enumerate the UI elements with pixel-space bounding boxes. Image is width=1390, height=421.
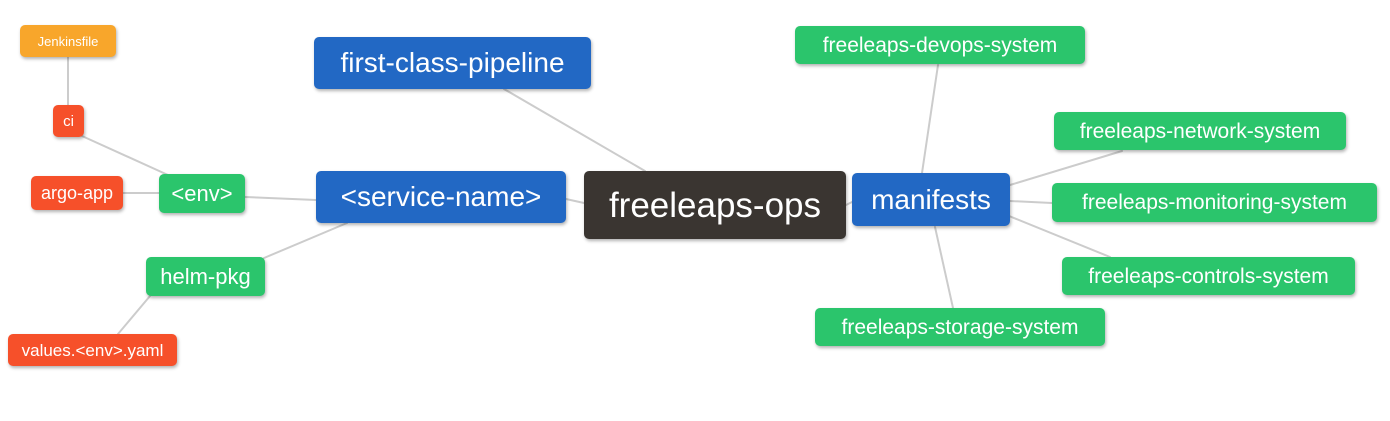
node-jenkinsfile[interactable]: Jenkinsfile [20,25,116,57]
edge-helm-pkg--values-env-yaml [117,295,151,335]
edge-manifests--freeleaps-monitoring-system [1009,200,1053,204]
edge-env--service-name [244,196,317,201]
edge-manifests--freeleaps-devops-system [921,64,939,174]
edge-manifests--freeleaps-network-system [1009,150,1123,186]
edge-ci--env [81,135,169,176]
edge-manifests--freeleaps-storage-system [934,226,954,309]
edge-service-name--helm-pkg [263,222,348,259]
node-freeleaps-network-system[interactable]: freeleaps-network-system [1054,112,1346,150]
node-manifests[interactable]: manifests [852,173,1010,226]
node-freeleaps-monitoring-system[interactable]: freeleaps-monitoring-system [1052,183,1377,222]
node-values-env-yaml[interactable]: values.<env>.yaml [8,334,177,366]
edge-service-name--freeleaps-ops [565,198,585,204]
node-freeleaps-devops-system[interactable]: freeleaps-devops-system [795,26,1085,64]
node-freeleaps-controls-system[interactable]: freeleaps-controls-system [1062,257,1355,295]
node-helm-pkg[interactable]: helm-pkg [146,257,265,296]
node-ci[interactable]: ci [53,105,84,137]
node-freeleaps-storage-system[interactable]: freeleaps-storage-system [815,308,1105,346]
node-freeleaps-ops[interactable]: freeleaps-ops [584,171,846,239]
node-env[interactable]: <env> [159,174,245,213]
node-service-name[interactable]: <service-name> [316,171,566,223]
edge-manifests--freeleaps-controls-system [1008,215,1111,258]
edge-first-class-pipeline--freeleaps-ops [503,88,646,172]
node-argo-app[interactable]: argo-app [31,176,123,210]
node-first-class-pipeline[interactable]: first-class-pipeline [314,37,591,89]
